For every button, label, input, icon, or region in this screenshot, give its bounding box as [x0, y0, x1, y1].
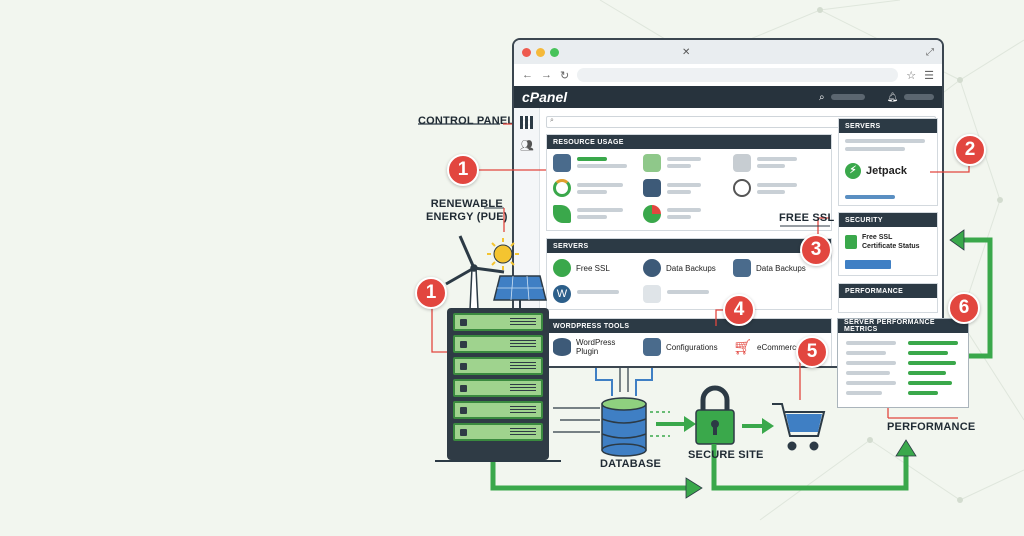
reload-icon[interactable]: ↻ [560, 69, 570, 82]
servers-main-panel: SERVERS Free SSL Data Backups Data Backu… [546, 238, 832, 310]
servers-main-header: SERVERS [547, 239, 831, 253]
sun-icon [487, 238, 519, 270]
configurations-item[interactable]: Configurations [643, 338, 718, 356]
data-backups-item-2[interactable]: Data Backups [733, 259, 806, 277]
monitor-icon[interactable] [643, 179, 661, 197]
ssl-status-item[interactable]: Free SSL Certificate Status [845, 233, 920, 251]
renewable-energy-label: RENEWABLE ENERGY (PUE) [426, 198, 508, 223]
jetpack-icon: ⚡︎ [845, 163, 861, 179]
badge3-connector [817, 217, 830, 234]
security-header: SECURITY [839, 213, 937, 227]
rack-base [435, 460, 561, 462]
step-badge-4: 4 [723, 294, 755, 326]
cart-icon: 🛒︎ [733, 339, 753, 356]
server-stack-icon[interactable] [553, 154, 571, 172]
shield-icon [553, 259, 571, 277]
step-badge-1-top: 1 [447, 154, 479, 186]
star-icon[interactable]: ☆ [906, 69, 917, 82]
database-backup-icon [733, 259, 751, 277]
security-panel: SECURITY Free SSL Certificate Status [838, 212, 938, 276]
menu-icon[interactable]: ☰ [924, 69, 934, 82]
cpanel-logo: cPanel [522, 89, 568, 105]
resource-usage-panel: RESOURCE USAGE [546, 134, 832, 231]
wordpress-icon[interactable]: W [553, 285, 571, 303]
forward-arrow-icon[interactable]: → [541, 69, 552, 81]
gauge-icon[interactable] [553, 179, 571, 197]
wordpress-tools-header: WORDPRESS TOOLS [547, 319, 831, 333]
solar-panel-icon [493, 275, 547, 308]
step-badge-3: 3 [800, 234, 832, 266]
free-ssl-label: FREE SSL [779, 212, 835, 224]
servers-side-panel: SERVERS ⚡︎ Jetpack [838, 118, 938, 206]
folder-icon[interactable] [733, 154, 751, 172]
padlock-icon [695, 385, 735, 445]
wordpress-plugin-item[interactable]: WordPress Plugin [553, 338, 615, 356]
servers-side-header: SERVERS [839, 119, 937, 133]
resource-usage-header: RESOURCE USAGE [547, 135, 831, 149]
search-placeholder [830, 94, 865, 100]
wordpress-tools-panel: WORDPRESS TOOLS WordPress Plugin Configu… [546, 318, 832, 366]
cpanel-header: cPanel ⌕ 🔔︎ [514, 86, 942, 108]
pie-chart-icon[interactable] [643, 205, 661, 223]
address-bar: ← → ↻ ☆ ☰ [514, 64, 942, 86]
database-icon [553, 338, 571, 356]
step-badge-6: 6 [948, 292, 980, 324]
grid-icon[interactable] [520, 116, 533, 129]
secure-site-label: SECURE SITE [688, 449, 764, 461]
user-placeholder [904, 94, 934, 100]
search-icon[interactable]: ⌕ [818, 91, 825, 103]
badge1-rack-connector [431, 308, 452, 353]
database-label: DATABASE [600, 458, 662, 470]
config-icon [643, 338, 661, 356]
maximize-dot-icon[interactable] [550, 47, 559, 57]
step-badge-5: 5 [796, 336, 828, 368]
tab-close-icon[interactable]: ✕ [682, 46, 691, 58]
minimize-dot-icon[interactable] [536, 47, 545, 57]
bell-icon[interactable]: 🔔︎ [886, 91, 898, 102]
server-metrics-header: SERVER PERFORMANCE METRICS [838, 319, 968, 333]
back-arrow-icon[interactable]: ← [522, 69, 533, 81]
wind-turbine-icon [445, 235, 505, 311]
server-metrics-panel: SERVER PERFORMANCE METRICS [837, 318, 969, 408]
users-icon[interactable]: 👥︎ [520, 140, 534, 152]
database-icon [601, 397, 647, 457]
performance-panel: PERFORMANCE [838, 283, 938, 313]
url-input[interactable] [577, 68, 899, 82]
padlock-icon [845, 235, 857, 249]
close-dot-icon[interactable] [522, 47, 531, 57]
ecommerce-item[interactable]: 🛒︎ eCommerce [733, 339, 801, 356]
data-backups-item-1[interactable]: Data Backups [643, 259, 716, 277]
badge2-connector [930, 166, 970, 173]
document-error-icon[interactable] [643, 285, 661, 303]
cloud-upload-icon [643, 259, 661, 277]
performance-label: PERFORMANCE [887, 421, 976, 433]
leaf-energy-icon[interactable] [553, 205, 571, 223]
free-ssl-item[interactable]: Free SSL [553, 259, 610, 277]
step-badge-1-rack: 1 [415, 277, 447, 309]
data-flow-arrows [595, 368, 653, 396]
browser-titlebar: ✕ ⤢ [514, 40, 942, 64]
step-badge-2: 2 [954, 134, 986, 166]
image-icon[interactable] [643, 154, 661, 172]
clock-icon[interactable] [733, 179, 751, 197]
performance-panel-header: PERFORMANCE [839, 284, 937, 298]
expand-icon[interactable]: ⤢ [926, 46, 934, 58]
jetpack-item[interactable]: ⚡︎ Jetpack [845, 163, 907, 179]
shopping-cart-icon [772, 403, 826, 451]
server-rack-icon [447, 308, 549, 460]
ssl-status-button[interactable] [845, 260, 891, 269]
